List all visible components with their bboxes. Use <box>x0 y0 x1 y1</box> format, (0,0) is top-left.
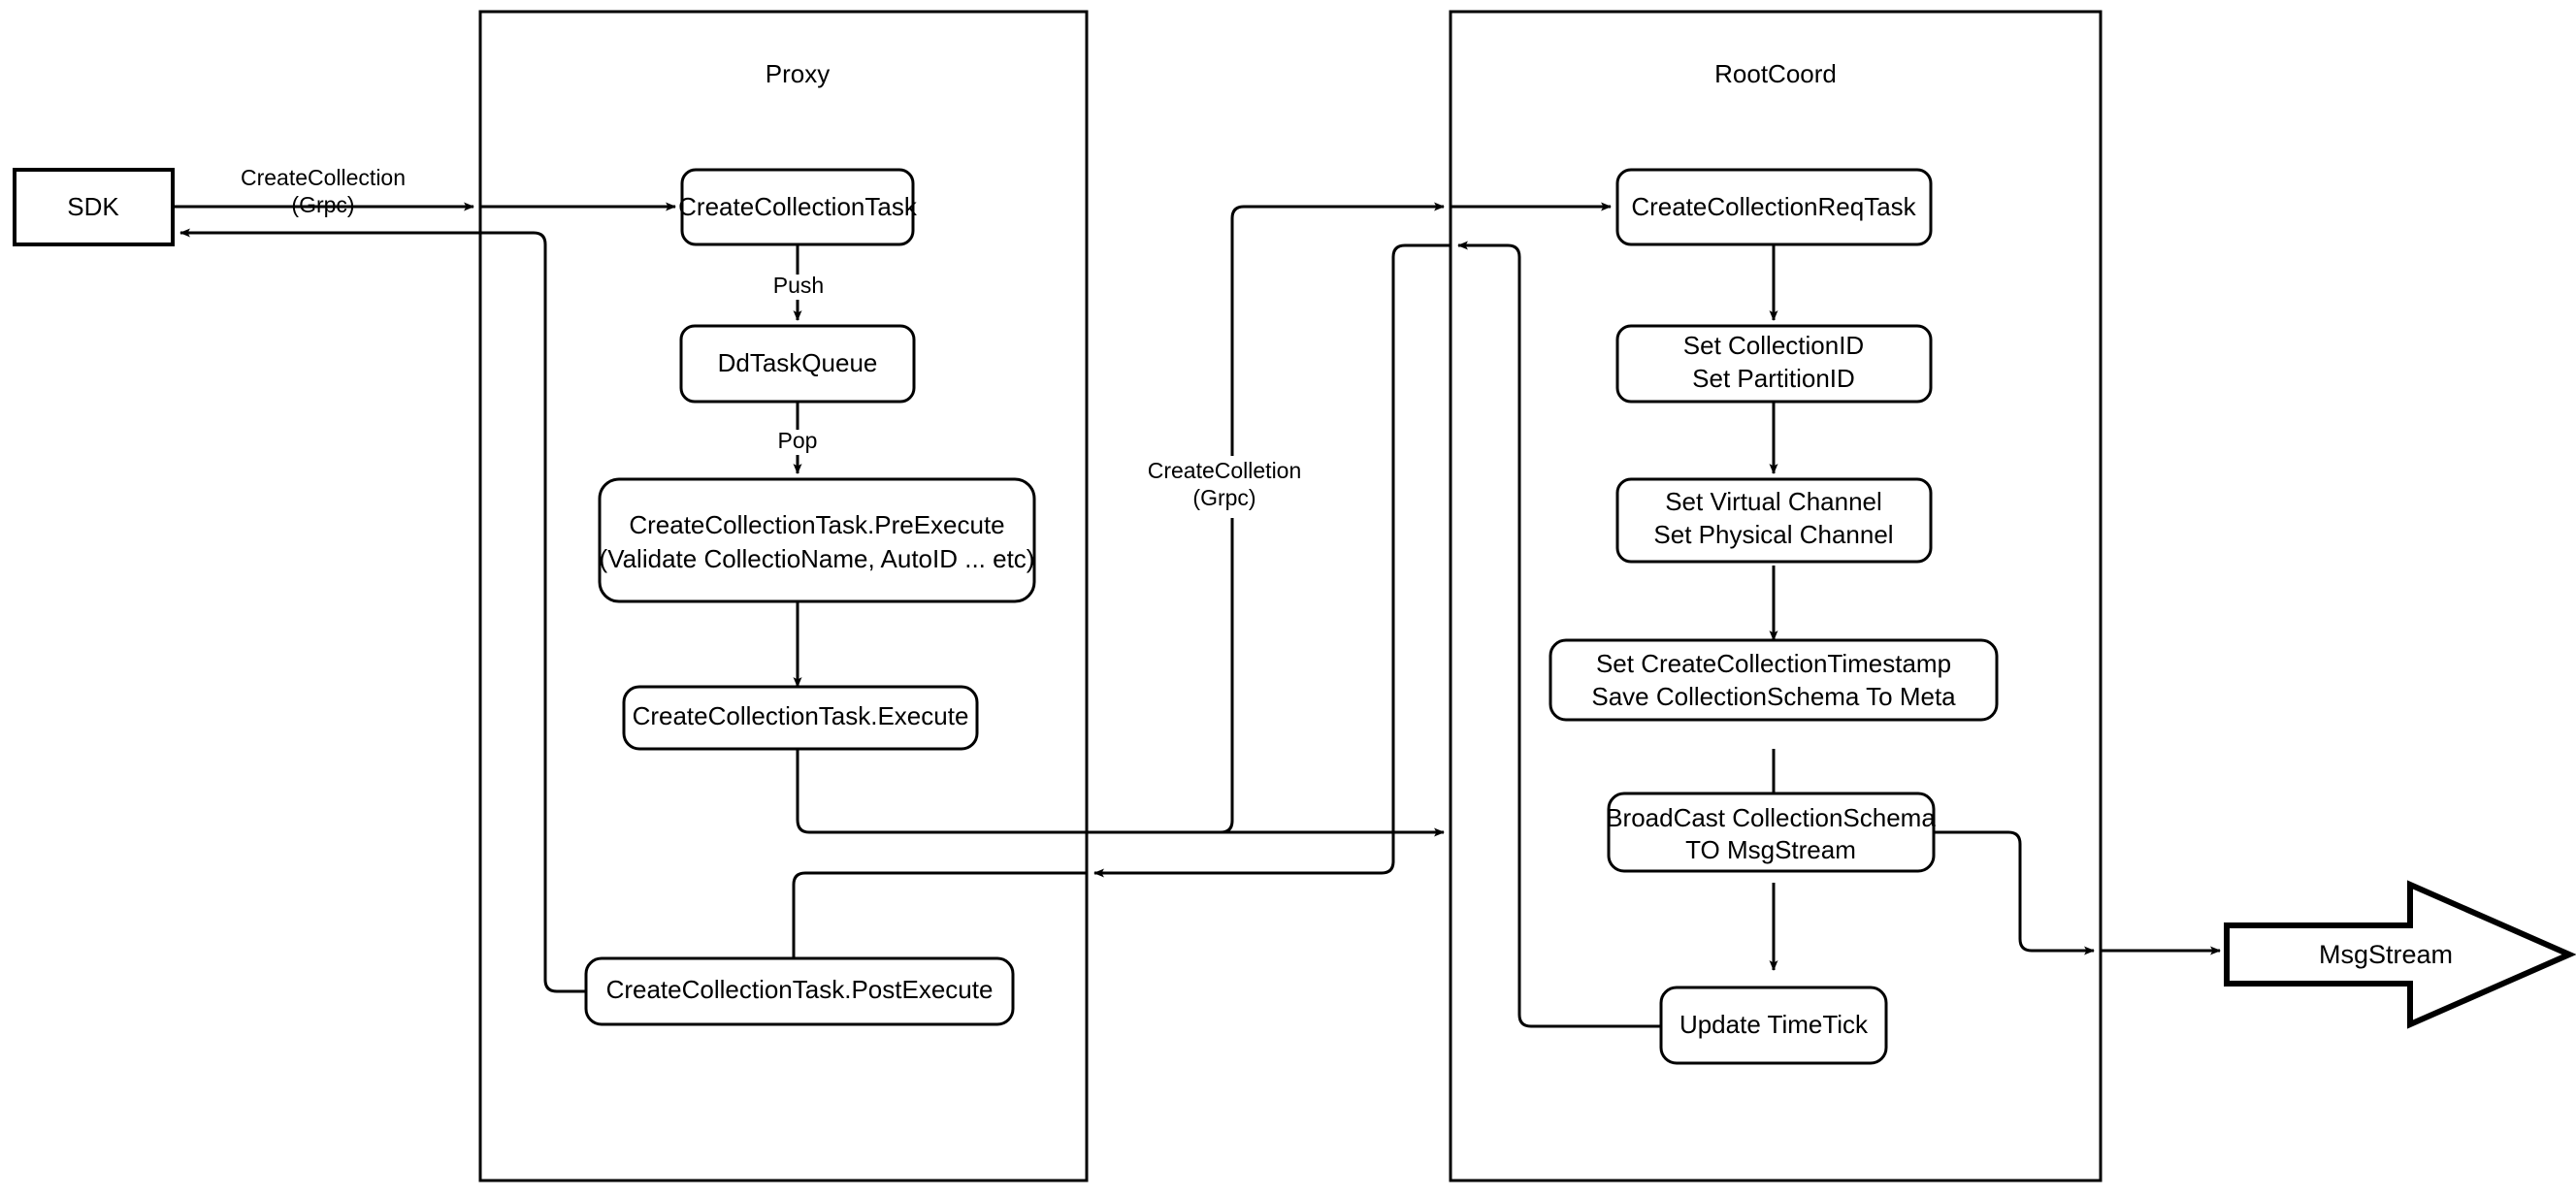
update-timetick-box[interactable] <box>1659 986 1888 1065</box>
pre-execute-label-line1: CreateCollectionTask.PreExecute <box>629 510 1004 539</box>
post-execute-box[interactable] <box>584 956 1015 1026</box>
sdk-grpc-label-line2: (Grpc) <box>291 192 354 217</box>
msgstream-block-arrow[interactable] <box>2224 880 2576 1029</box>
sdk-label: SDK <box>67 192 119 221</box>
node-post-execute[interactable]: CreateCollectionTask.PostExecute <box>584 956 1015 1026</box>
broadcast-label-line1: BroadCast CollectionSchema <box>1606 803 1936 832</box>
node-set-channel[interactable]: Set Virtual Channel Set Physical Channel <box>1615 477 1933 564</box>
post-execute-label: CreateCollectionTask.PostExecute <box>606 975 994 1004</box>
create-collection-req-task-label: CreateCollectionReqTask <box>1631 192 1916 221</box>
proxy-container-title: Proxy <box>766 59 830 88</box>
pop-label: Pop <box>778 428 818 453</box>
node-dd-task-queue[interactable]: DdTaskQueue <box>679 324 916 404</box>
set-ids-box[interactable] <box>1615 324 1933 404</box>
proxy-rootcoord-grpc-label-line2: (Grpc) <box>1192 485 1255 510</box>
edge-proxy-to-rootcoord-grpc <box>1087 202 1445 834</box>
edge-label-proxy-rootcoord-grpc: CreateColletion (Grpc) <box>1143 456 1323 518</box>
update-timetick-label: Update TimeTick <box>1679 1010 1869 1039</box>
set-meta-label-line2: Save CollectionSchema To Meta <box>1591 682 1956 711</box>
broadcast-box[interactable] <box>1607 792 1936 873</box>
node-create-collection-req-task[interactable]: CreateCollectionReqTask <box>1615 168 1933 246</box>
execute-box[interactable] <box>622 685 979 751</box>
node-set-ids[interactable]: Set CollectionID Set PartitionID <box>1615 324 1933 404</box>
sdk-grpc-label-line1: CreateCollection <box>241 165 406 190</box>
create-collection-task-label: CreateCollectionTask <box>678 192 918 221</box>
set-meta-label-line1: Set CreateCollectionTimestamp <box>1596 649 1951 678</box>
node-msgstream[interactable]: MsgStream <box>2224 880 2576 1029</box>
node-create-collection-task[interactable]: CreateCollectionTask <box>678 168 918 246</box>
execute-label: CreateCollectionTask.Execute <box>633 701 969 730</box>
push-label-bg <box>763 275 834 300</box>
edge-postexecute-to-sdk <box>179 228 586 993</box>
grpc-label-bg <box>1143 456 1323 518</box>
node-update-timetick[interactable]: Update TimeTick <box>1659 986 1888 1065</box>
edge-broadcast-to-msgstream-boundary <box>1934 830 2095 955</box>
edge-execute-to-rootcoord <box>796 749 1445 837</box>
set-channel-label-line2: Set Physical Channel <box>1653 520 1893 549</box>
node-set-meta[interactable]: Set CreateCollectionTimestamp Save Colle… <box>1549 638 1999 722</box>
set-meta-box[interactable] <box>1549 638 1999 722</box>
create-collection-task-box[interactable] <box>680 168 915 246</box>
msgstream-label: MsgStream <box>2319 940 2453 969</box>
proxy-rootcoord-grpc-label-line1: CreateColletion <box>1148 458 1302 483</box>
set-ids-label-line2: Set PartitionID <box>1692 364 1855 393</box>
push-label: Push <box>773 273 824 298</box>
set-channel-label-line1: Set Virtual Channel <box>1665 487 1882 516</box>
pre-execute-box[interactable] <box>598 477 1036 603</box>
pop-label-bg <box>766 430 829 455</box>
dd-task-queue-label: DdTaskQueue <box>718 348 878 377</box>
node-sdk[interactable]: SDK <box>13 168 175 246</box>
node-broadcast[interactable]: BroadCast CollectionSchema TO MsgStream <box>1606 792 1936 873</box>
broadcast-label-line2: TO MsgStream <box>1685 835 1856 864</box>
edge-return-to-postexecute <box>789 871 1087 971</box>
dd-task-queue-box[interactable] <box>679 324 916 404</box>
node-execute[interactable]: CreateCollectionTask.Execute <box>622 685 979 751</box>
set-channel-box[interactable] <box>1615 477 1933 564</box>
rootcoord-container-title: RootCoord <box>1714 59 1837 88</box>
edge-rootcoord-to-proxy-return <box>1093 243 1451 878</box>
create-collection-req-task-box[interactable] <box>1615 168 1933 246</box>
pre-execute-label-line2: (Validate CollectioName, AutoID ... etc) <box>600 544 1035 573</box>
edge-updatetimetick-to-return <box>1457 241 1661 1028</box>
sdk-box[interactable] <box>13 168 175 246</box>
node-pre-execute[interactable]: CreateCollectionTask.PreExecute (Validat… <box>598 477 1036 603</box>
edge-label-sdk-grpc: CreateCollection (Grpc) <box>241 165 406 217</box>
set-ids-label-line1: Set CollectionID <box>1683 331 1864 360</box>
